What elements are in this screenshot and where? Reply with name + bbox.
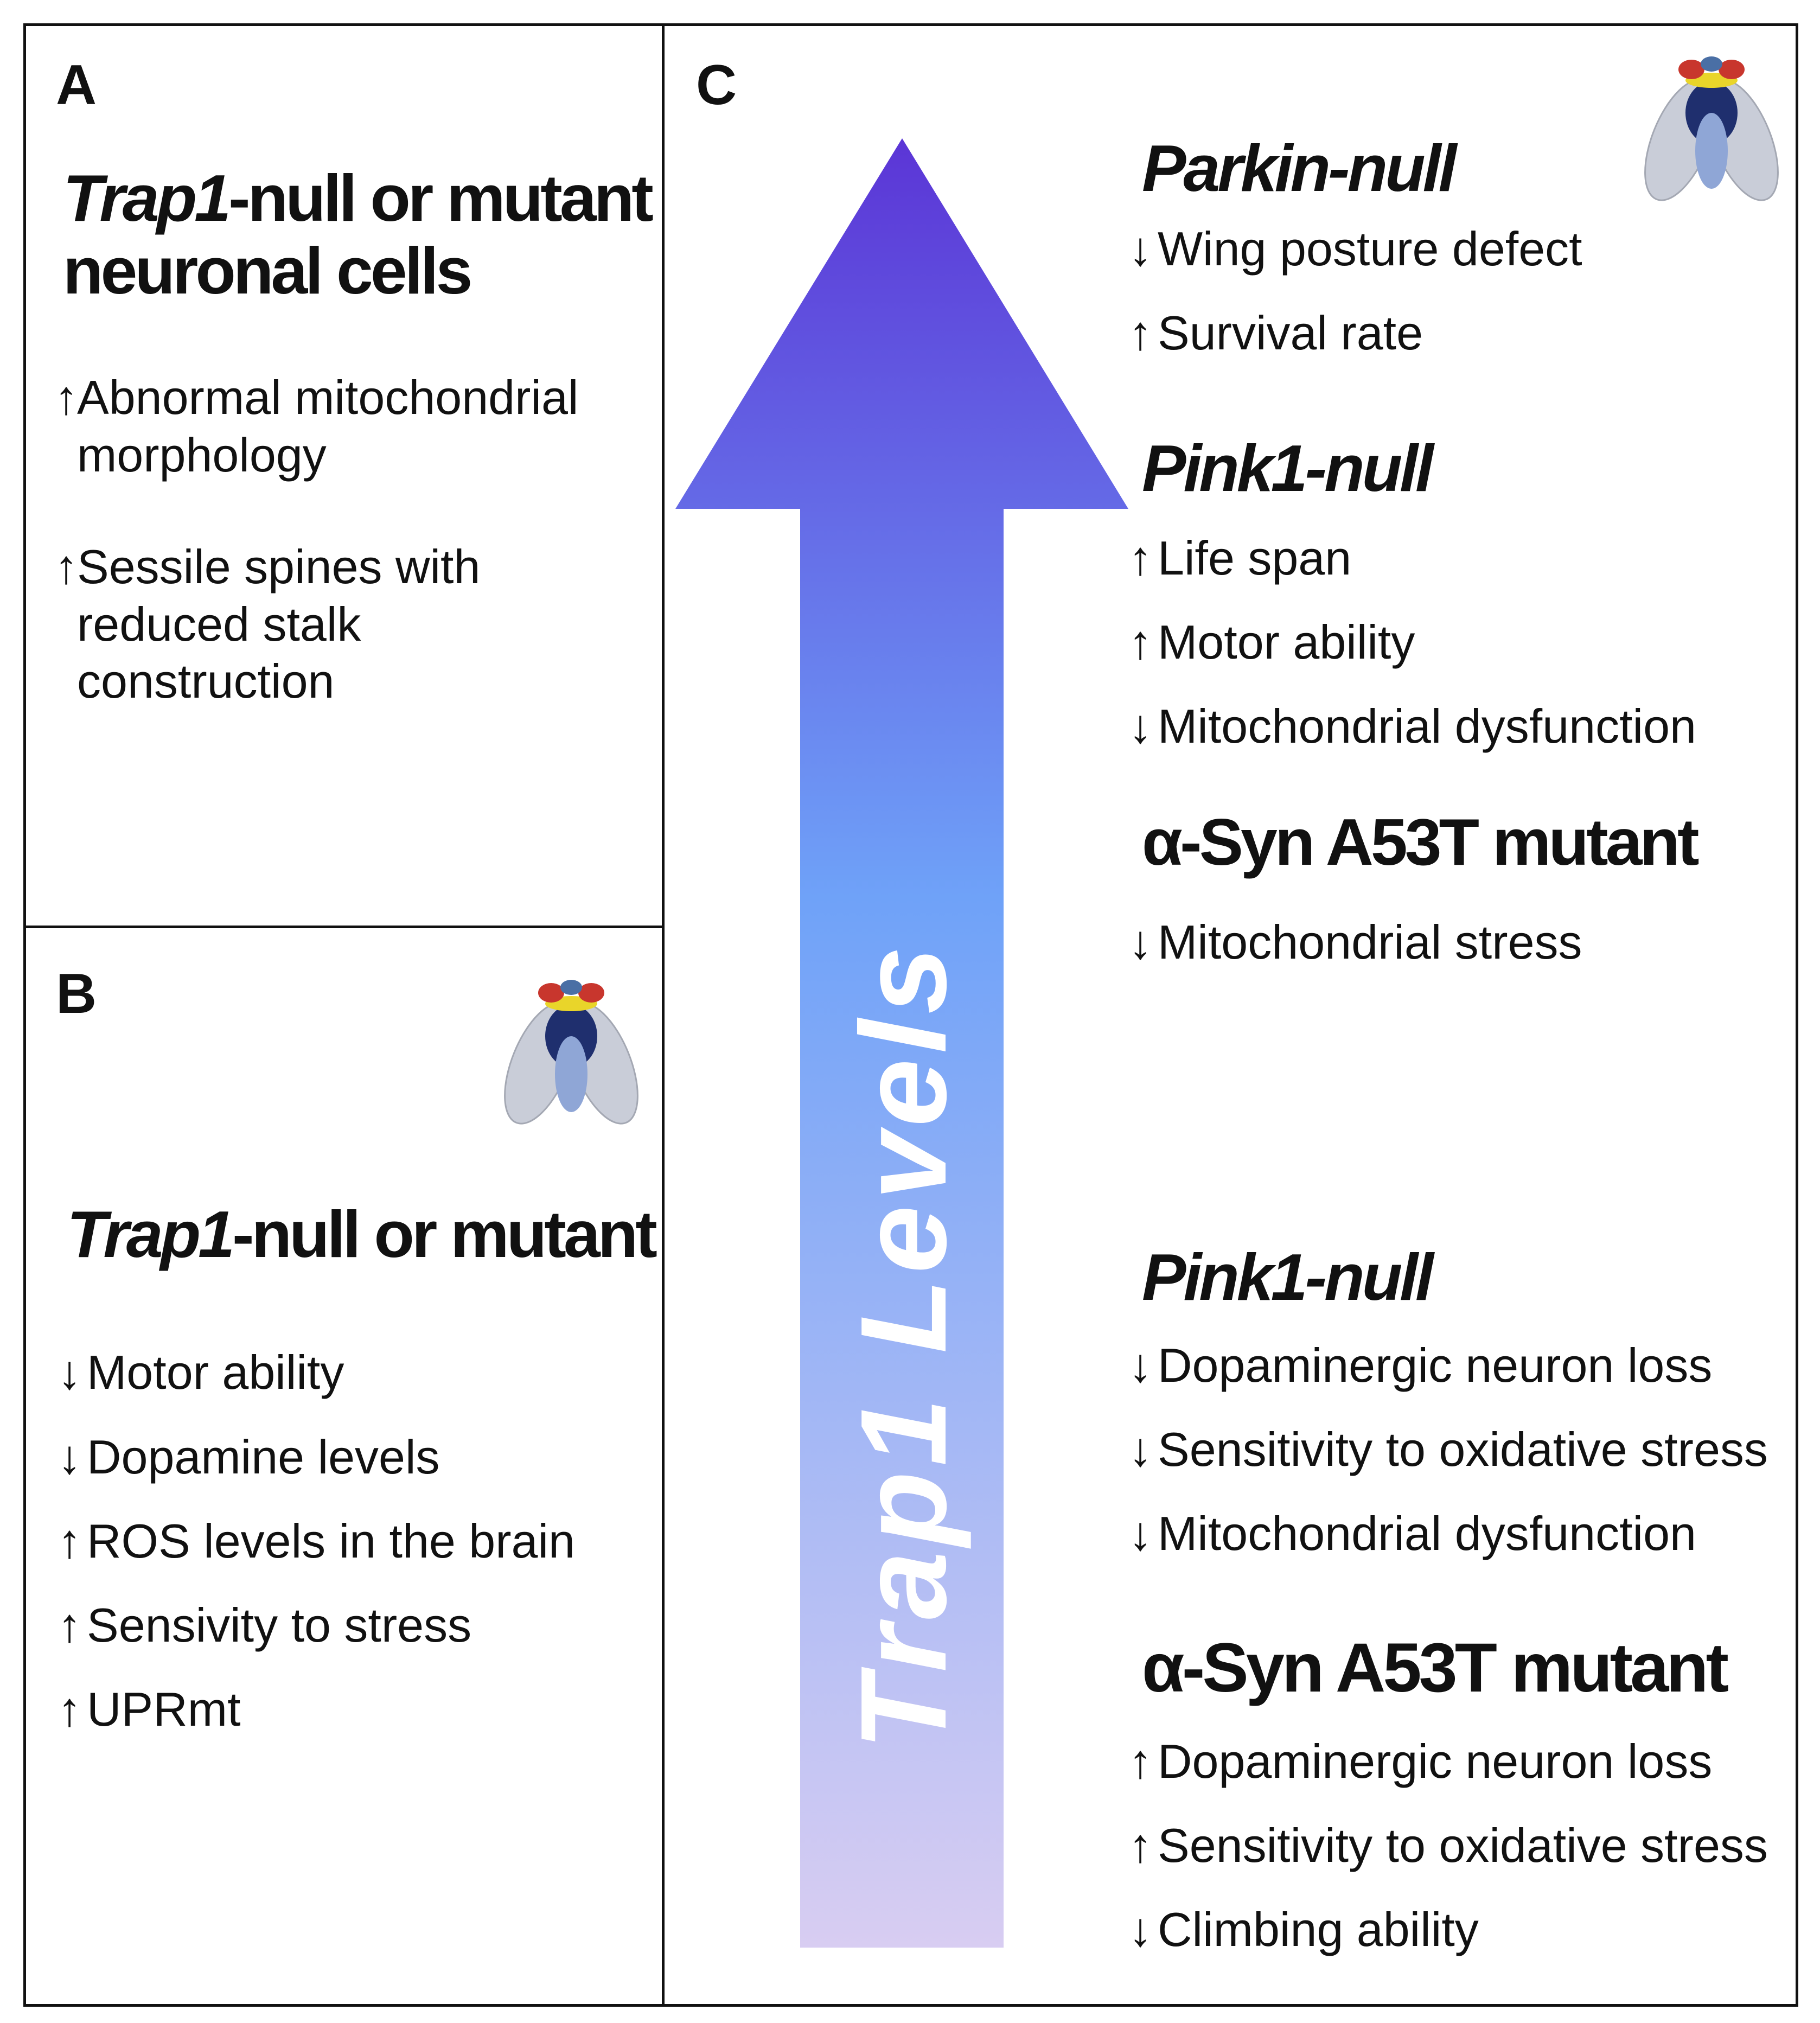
trap1-levels-label: Trap1 Levels <box>835 941 972 1750</box>
panel-a-effect-text: morphology <box>77 427 327 482</box>
panel-a-effect-text: Sessile spines with <box>77 540 481 594</box>
panel-b-effect-text: Motor ability <box>87 1345 344 1399</box>
panel-a-title-rest: -null or mutant <box>228 161 654 235</box>
panel-c-effect-item: ↓Mitochondrial dysfunction <box>1128 703 1696 750</box>
down-arrow-icon: ↓ <box>1128 915 1152 969</box>
trap1-levels-arrow <box>675 138 1128 1948</box>
panel-c-effect-text: Dopaminergic neuron loss <box>1158 1734 1713 1788</box>
panel-b-title: Trap1-null or mutant <box>67 1197 657 1271</box>
panel-c-effect-text: Climbing ability <box>1158 1903 1479 1956</box>
panel-c-effect-item: ↓Sensitivity to oxidative stress <box>1128 1426 1768 1473</box>
panel-c-effect-text: Sensitivity to oxidative stress <box>1158 1422 1768 1476</box>
panel-c-effect-text: Survival rate <box>1158 306 1423 360</box>
up-arrow-icon: ↑ <box>1128 1818 1152 1872</box>
panel-c-effect-item: ↓Mitochondrial stress <box>1128 918 1582 966</box>
panel-c-group-title: α-Syn A53T mutant <box>1142 1629 1729 1707</box>
panel-a-letter: A <box>56 54 97 117</box>
panel-c-effect-text: Wing posture defect <box>1158 222 1582 276</box>
panel-a-title: Trap1-null or mutant neuronal cells <box>63 161 654 308</box>
panel-c-effect-item: ↓Climbing ability <box>1128 1906 1479 1954</box>
down-arrow-icon: ↓ <box>58 1345 81 1399</box>
panel-a-effect-line: reduced stalk <box>54 596 480 653</box>
panel-b-title-rest: -null or mutant <box>232 1197 657 1271</box>
up-arrow-icon: ↑ <box>1128 1734 1152 1788</box>
panel-b-effect-text: Sensivity to stress <box>87 1598 472 1652</box>
panel-b-effect-item: ↑ROS levels in the brain <box>58 1517 575 1565</box>
panel-c-effect-item: ↑Motor ability <box>1128 618 1415 666</box>
panel-c-effect-text: Mitochondrial dysfunction <box>1158 699 1696 753</box>
up-arrow-icon: ↑ <box>1128 306 1152 360</box>
panel-a-effect-text: construction <box>77 654 335 709</box>
up-arrow-icon: ↑ <box>1128 615 1152 669</box>
panel-a-effect-line: ↑Sessile spines with <box>54 538 480 596</box>
up-arrow-icon: ↑ <box>54 371 78 424</box>
panel-c-effect-item: ↓Wing posture defect <box>1128 225 1582 273</box>
down-arrow-icon: ↓ <box>58 1430 81 1484</box>
panel-c-effect-text: Dopaminergic neuron loss <box>1158 1338 1713 1392</box>
panel-c-group-title: Pink1-null <box>1142 431 1434 505</box>
panel-c-group-title: Parkin-null <box>1142 131 1457 205</box>
panel-a-effect-line: ↑Abnormal mitochondrial <box>54 369 578 426</box>
down-arrow-icon: ↓ <box>1128 699 1152 753</box>
fruit-fly-icon <box>504 980 638 1125</box>
down-arrow-icon: ↓ <box>1128 1903 1152 1956</box>
panel-c-effect-item: ↑Survival rate <box>1128 309 1423 357</box>
fruit-fly-icon <box>1644 56 1779 201</box>
panel-c-effect-item: ↑Sensitivity to oxidative stress <box>1128 1822 1768 1869</box>
panel-b-effect-item: ↑UPRmt <box>58 1686 241 1733</box>
panel-a-title-line2: neuronal cells <box>63 234 472 308</box>
down-arrow-icon: ↓ <box>1128 222 1152 276</box>
panel-b-effect-text: ROS levels in the brain <box>87 1514 575 1568</box>
panel-c-effect-item: ↑Life span <box>1128 534 1351 582</box>
panel-a-title-gene: Trap1 <box>63 161 231 235</box>
panel-c-effect-text: Sensitivity to oxidative stress <box>1158 1818 1768 1872</box>
panel-b-effect-item: ↓Dopamine levels <box>58 1433 440 1481</box>
panel-c-effect-item: ↓Mitochondrial dysfunction <box>1128 1510 1696 1558</box>
panel-a-effect-text: Abnormal mitochondrial <box>77 371 579 424</box>
up-arrow-icon: ↑ <box>58 1598 81 1652</box>
up-arrow-icon: ↑ <box>54 540 78 594</box>
panel-c-effect-text: Motor ability <box>1158 615 1415 669</box>
panel-b-effect-text: UPRmt <box>87 1682 241 1736</box>
panel-c-box <box>662 23 1798 2007</box>
panel-a-effect-text: reduced stalk <box>77 597 361 651</box>
down-arrow-icon: ↓ <box>1128 1507 1152 1560</box>
panel-c-effect-text: Mitochondrial stress <box>1158 915 1582 969</box>
panel-c-effect-text: Life span <box>1158 531 1352 585</box>
panel-c-letter: C <box>696 54 737 117</box>
panel-a-effect-line: construction <box>54 653 480 710</box>
panel-b-title-gene: Trap1 <box>67 1197 235 1271</box>
panel-b-effect-item: ↓Motor ability <box>58 1349 344 1396</box>
panel-c-group-title: Pink1-null <box>1142 1240 1434 1314</box>
panel-a-effect-line: morphology <box>54 426 578 484</box>
panel-b-letter: B <box>56 962 97 1025</box>
up-arrow-icon: ↑ <box>1128 531 1152 585</box>
panel-c-effect-item: ↑Dopaminergic neuron loss <box>1128 1738 1712 1785</box>
down-arrow-icon: ↓ <box>1128 1422 1152 1476</box>
up-arrow-icon: ↑ <box>58 1682 81 1736</box>
panel-c-group-title: α-Syn A53T mutant <box>1142 805 1700 879</box>
up-arrow-icon: ↑ <box>58 1514 81 1568</box>
panel-c-effect-text: Mitochondrial dysfunction <box>1158 1507 1696 1560</box>
panel-b-effect-text: Dopamine levels <box>87 1430 440 1484</box>
panel-b-effect-item: ↑Sensivity to stress <box>58 1601 471 1649</box>
down-arrow-icon: ↓ <box>1128 1338 1152 1392</box>
panel-c-effect-item: ↓Dopaminergic neuron loss <box>1128 1342 1712 1389</box>
